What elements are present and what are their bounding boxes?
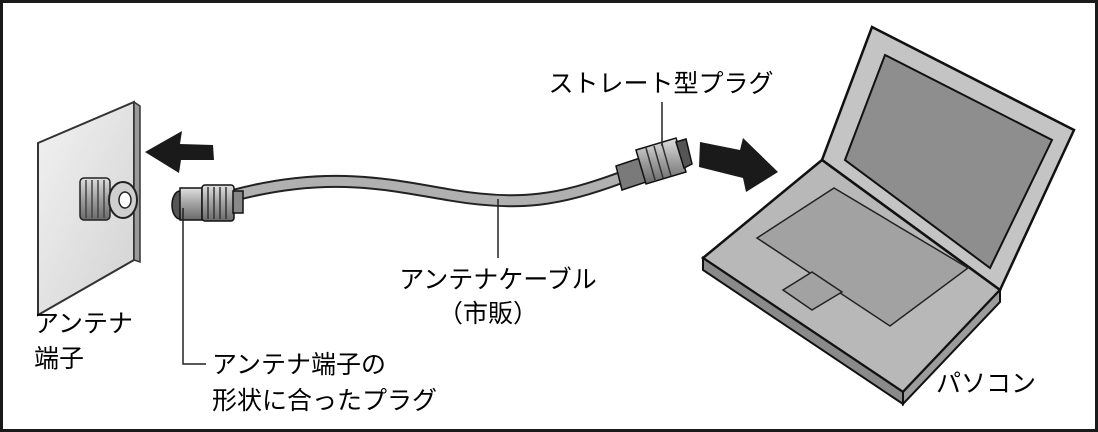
straight-plug-label: ストレート型プラグ <box>548 69 773 98</box>
terminal-plug-label-line1: アンテナ端子の <box>212 350 386 379</box>
leader-line-terminal-plug <box>182 208 206 365</box>
straight-plug-icon <box>615 137 693 191</box>
left-arrow-icon <box>145 131 214 173</box>
antenna-cable <box>228 171 627 208</box>
right-arrow-icon <box>699 138 778 192</box>
terminal-plug-label-line2: 形状に合ったプラグ <box>212 386 437 415</box>
terminal-label-line1: アンテナ <box>34 309 133 338</box>
cable-label-line1: アンテナケーブル <box>399 265 597 294</box>
terminal-label-line2: 端子 <box>34 344 84 373</box>
laptop-pc-icon <box>700 25 1076 407</box>
terminal-plug-icon <box>171 184 244 222</box>
pc-label: パソコン <box>936 369 1036 398</box>
cable-label-line2: （市販） <box>438 299 538 328</box>
antenna-terminal-icon <box>37 100 141 317</box>
